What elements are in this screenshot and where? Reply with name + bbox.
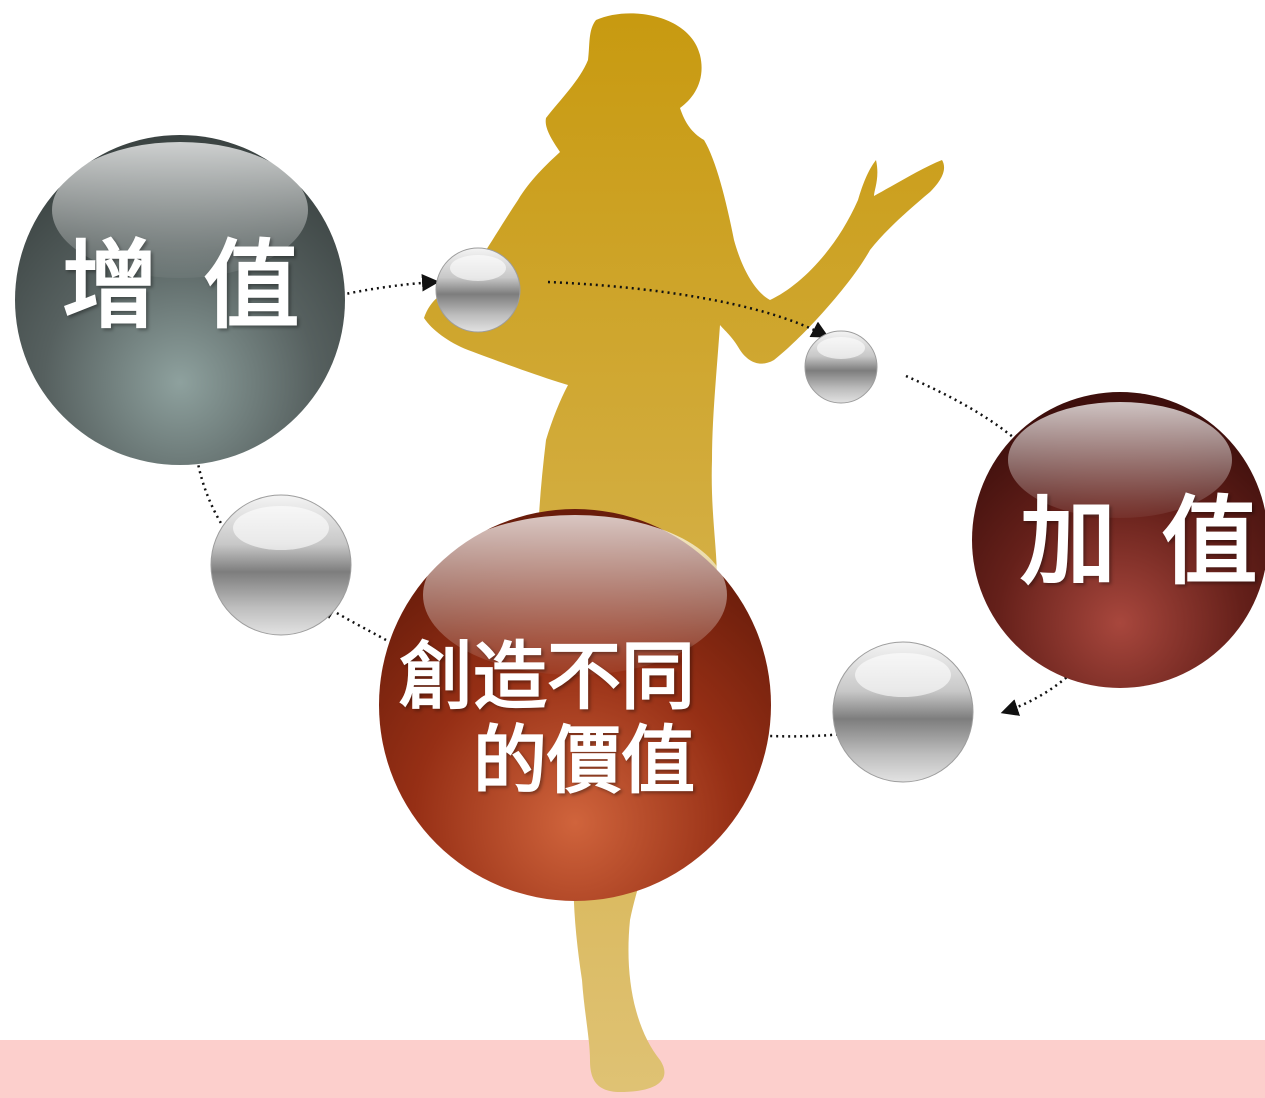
label-create-line2: 的價值	[473, 717, 695, 804]
label-create-value: 創造不同 的價值	[395, 634, 695, 804]
small-sphere-icon	[832, 641, 974, 783]
sphere-jiazhi	[972, 392, 1265, 688]
dotted-arrow-icon	[905, 374, 1055, 481]
label-jiazhi: 加 值	[1020, 486, 1264, 598]
sphere-zengzhi	[15, 135, 345, 465]
small-sphere-icon	[210, 494, 352, 636]
dotted-arrow-icon	[547, 280, 830, 338]
label-create-line1: 創造不同	[399, 634, 695, 720]
small-sphere-icon	[804, 330, 878, 404]
dotted-arrow-icon	[186, 388, 226, 529]
sphere-create-value	[379, 509, 771, 901]
label-zengzhi: 增 值	[62, 230, 306, 342]
small-sphere-icon	[435, 247, 521, 333]
